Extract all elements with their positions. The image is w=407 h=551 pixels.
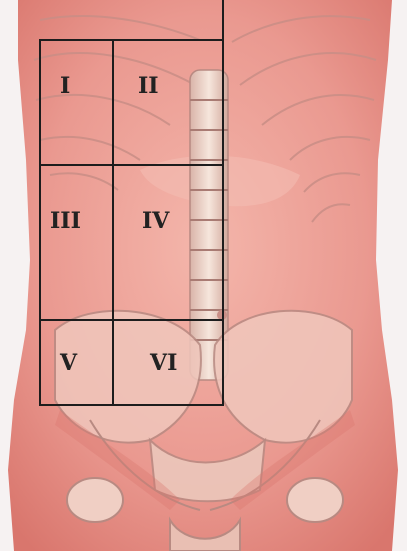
region-label-3: III bbox=[50, 208, 81, 234]
region-label-5: V bbox=[59, 350, 78, 376]
region-label-6: VI bbox=[149, 350, 177, 376]
region-label-4: IV bbox=[142, 208, 170, 234]
region-label-1: I bbox=[60, 73, 70, 99]
region-label-2: II bbox=[138, 73, 159, 99]
